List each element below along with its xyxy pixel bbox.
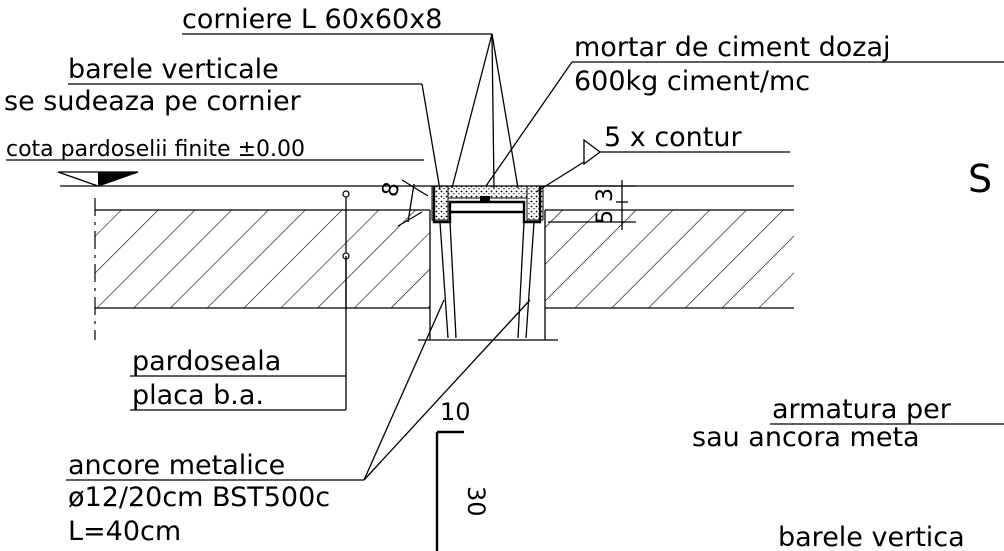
label-barele-bottom: barele vertica [778, 522, 965, 551]
dim-30-label: 30 [462, 486, 490, 517]
label-armatura-1: armatura per [772, 394, 952, 425]
level-marker-icon [57, 171, 139, 187]
label-ancore-2: ø12/20cm BST500c [68, 482, 330, 513]
label-barele-2: se sudeaza pe cornier [4, 86, 302, 117]
label-pardoseala: pardoseala [132, 346, 281, 377]
label-mortar-1: mortar de ciment dozaj [574, 32, 891, 63]
dim-8-label: 8 [378, 180, 406, 200]
anchor-bars [439, 221, 535, 339]
label-mortar-2: 600kg ciment/mc [574, 66, 810, 97]
dimension-8: 8 [378, 179, 429, 227]
label-section-letter: S [968, 157, 992, 201]
anchor-schedule-sketch: 10 30 [435, 398, 490, 551]
label-ancore-1: ancore metalice [68, 450, 285, 481]
steel-angle-profile [432, 186, 542, 224]
leader-lines [6, 33, 1004, 481]
label-barele-1: barele verticale [68, 54, 279, 85]
label-placa: placa b.a. [132, 380, 264, 411]
label-contur: 5 x contur [604, 122, 742, 153]
dim-3-label: 3 [593, 188, 618, 202]
label-corniere: corniere L 60x60x8 [182, 4, 442, 35]
label-armatura-2: sau ancora meta [692, 422, 920, 453]
dim-10-label: 10 [440, 398, 471, 426]
floor-slab [95, 209, 794, 341]
label-ancore-3: L=40cm [68, 516, 181, 547]
dimension-5-3: 5 3 [548, 180, 636, 230]
label-cota: cota pardoselii finite ±0.00 [6, 137, 305, 162]
dim-5-label: 5 [593, 210, 618, 224]
